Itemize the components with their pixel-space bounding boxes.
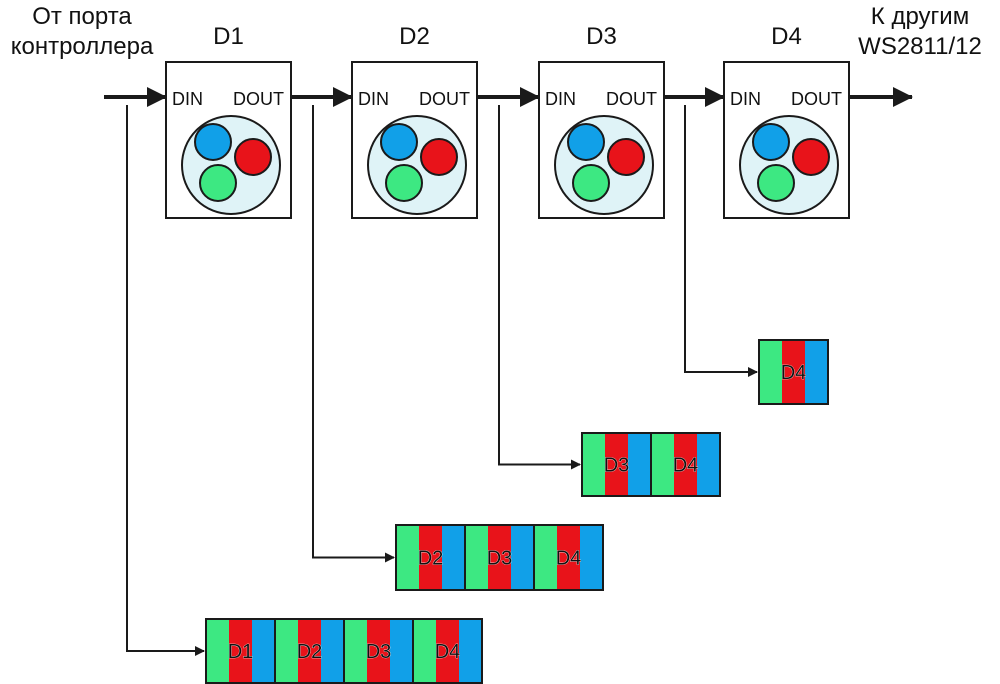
- stripe-blue: [511, 525, 534, 590]
- source-label-line2: контроллера: [11, 33, 154, 60]
- frame-label: D4: [781, 362, 807, 384]
- stripe-green: [534, 525, 557, 590]
- packet-frame-d4: D4: [412, 618, 483, 684]
- din-label: DIN: [730, 89, 761, 109]
- dout-label: DOUT: [419, 89, 470, 109]
- packet-d1: D1 D2 D3 D4: [205, 618, 483, 684]
- led-green: [572, 164, 610, 202]
- stripe-green: [344, 619, 367, 683]
- packet-frame-d3: D3: [581, 432, 652, 497]
- stripe-red: [782, 340, 805, 404]
- led-red: [420, 138, 458, 176]
- frame-label: D4: [556, 548, 582, 570]
- device-label: D1: [213, 23, 244, 50]
- dout-label: DOUT: [606, 89, 657, 109]
- dout-label: DOUT: [791, 89, 842, 109]
- stripe-blue: [390, 619, 413, 683]
- packet-d3: D3 D4: [581, 432, 721, 497]
- led-red: [607, 138, 645, 176]
- stripe-red: [605, 433, 628, 496]
- frame-border: [412, 618, 483, 684]
- frame-label: D3: [487, 548, 513, 570]
- packet-frame-d4: D4: [533, 524, 604, 591]
- frame-label: D2: [418, 548, 444, 570]
- stripe-green: [582, 433, 605, 496]
- stripe-green: [465, 525, 488, 590]
- frame-border: [533, 524, 604, 591]
- stripe-red: [488, 525, 511, 590]
- packet-frame-d1: D1: [205, 618, 276, 684]
- frame-label: D3: [366, 641, 392, 663]
- packet-frame-d2: D2: [395, 524, 466, 591]
- stripe-green: [206, 619, 229, 683]
- stripe-blue: [321, 619, 344, 683]
- tap-wire-d2: [312, 105, 395, 563]
- frame-border: [758, 339, 829, 405]
- stripe-green: [413, 619, 436, 683]
- stripe-green: [651, 433, 674, 496]
- tap-wire-d1: [126, 105, 205, 656]
- device-label: D4: [771, 23, 802, 50]
- frame-label: D3: [604, 455, 630, 477]
- stripe-blue: [805, 340, 828, 404]
- led-blue: [752, 123, 790, 161]
- packet-frame-d3: D3: [464, 524, 535, 591]
- stripe-red: [557, 525, 580, 590]
- device-label: D3: [586, 23, 617, 50]
- led-green: [385, 164, 423, 202]
- stripe-blue: [459, 619, 482, 683]
- source-label-line1: От порта: [32, 3, 132, 30]
- stripe-red: [367, 619, 390, 683]
- tap-wire-d4: [684, 105, 758, 377]
- led-blue: [567, 123, 605, 161]
- frame-border: [650, 432, 721, 497]
- packet-frame-d2: D2: [274, 618, 345, 684]
- din-label: DIN: [358, 89, 389, 109]
- led-blue: [380, 123, 418, 161]
- packet-frame-d4: D4: [650, 432, 721, 497]
- stripe-green: [759, 340, 782, 404]
- din-label: DIN: [172, 89, 203, 109]
- stripe-red: [436, 619, 459, 683]
- device-label: D2: [399, 23, 430, 50]
- led-blue: [194, 123, 232, 161]
- stripe-blue: [252, 619, 275, 683]
- frame-label: D1: [228, 641, 254, 663]
- led-red: [234, 138, 272, 176]
- tap-wire-d3: [498, 105, 581, 470]
- frame-label: D2: [297, 641, 323, 663]
- packet-d2: D2 D3 D4: [395, 524, 604, 591]
- wires: [104, 87, 913, 656]
- stripe-red: [419, 525, 442, 590]
- stripe-red: [298, 619, 321, 683]
- packet-frame-d3: D3: [343, 618, 414, 684]
- dout-label: DOUT: [233, 89, 284, 109]
- stripe-green: [396, 525, 419, 590]
- frame-label: D4: [673, 455, 699, 477]
- stripe-red: [229, 619, 252, 683]
- led-red: [792, 138, 830, 176]
- din-label: DIN: [545, 89, 576, 109]
- stripe-blue: [697, 433, 720, 496]
- led-green: [199, 164, 237, 202]
- target-label-line2: WS2811/12: [858, 33, 982, 60]
- frame-label: D4: [435, 641, 461, 663]
- packet-d4: D4: [758, 339, 829, 405]
- stripe-green: [275, 619, 298, 683]
- stripe-blue: [628, 433, 651, 496]
- packet-frame-d4: D4: [758, 339, 829, 405]
- led-green: [757, 164, 795, 202]
- stripe-blue: [580, 525, 603, 590]
- stripe-blue: [442, 525, 465, 590]
- target-label-line1: К другим: [871, 3, 969, 30]
- stripe-red: [674, 433, 697, 496]
